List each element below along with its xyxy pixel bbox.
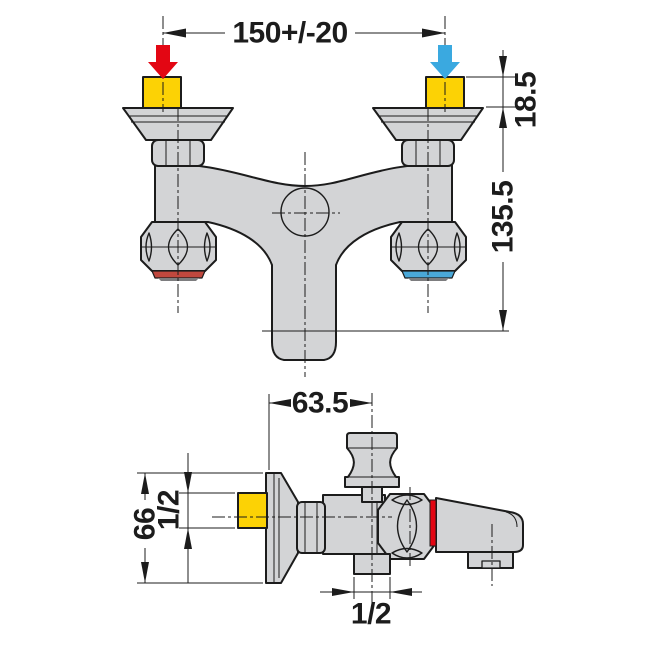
side-locknut	[296, 501, 326, 554]
cold-water-arrow-icon	[430, 45, 460, 79]
front-view: 150+/-20 18.5 135.5	[122, 16, 543, 377]
dim-escutcheon-height: 66	[129, 472, 263, 584]
dim-extension-lines-top	[466, 76, 517, 108]
dim-arrow-left	[332, 588, 354, 596]
dim-inlet-spacing: 150+/-20	[163, 17, 445, 50]
dim-extension-lines	[137, 472, 263, 584]
dim-arrow-right	[390, 588, 412, 596]
dim-arrow-135-5-bottom	[499, 310, 507, 331]
dim-label-outlet-thread: 1/2	[351, 598, 391, 631]
dim-label-wall-to-diverter: 63.5	[292, 387, 348, 420]
side-escutcheon-rim-lines	[273, 474, 280, 582]
dim-inlet-height-and-overall: 18.5 135.5	[466, 50, 543, 331]
dim-inlet-thread: 1/2	[153, 453, 235, 583]
cold-handle-side-facets	[395, 232, 461, 262]
left-locknut-facets	[165, 141, 191, 165]
dim-outlet-thread: 1/2	[320, 577, 422, 631]
dim-arrow-top	[141, 473, 149, 494]
spout-aerator	[481, 560, 501, 569]
side-handle-end-facets	[391, 494, 423, 559]
hot-inlet-union	[142, 76, 182, 109]
dim-arrow-bottom	[141, 562, 149, 583]
dim-label-escutcheon-height: 66	[129, 508, 162, 540]
side-inlet-union	[237, 492, 268, 529]
dim-arrow-bottom	[184, 528, 192, 549]
dim-label-inlet-thread: 1/2	[153, 490, 186, 530]
side-view: 63.5 66 1/2 1/2	[129, 387, 524, 631]
hot-handle-side-facets	[145, 232, 211, 262]
hot-water-arrow-icon	[148, 45, 178, 79]
dim-extension-lines	[353, 577, 391, 599]
side-valve-body	[322, 494, 386, 555]
side-handle-facet	[396, 499, 418, 553]
right-locknut-facets	[415, 141, 441, 165]
dim-label-inlet-height: 18.5	[510, 72, 543, 128]
dim-label-inlet-spacing: 150+/-20	[232, 17, 347, 50]
dim-arrow-right	[350, 399, 372, 407]
dim-arrow-left	[163, 28, 186, 38]
dim-arrow-right	[422, 28, 445, 38]
dim-extension-lines	[179, 492, 235, 529]
side-spout-nose-line	[505, 511, 518, 528]
dim-arrow-top	[184, 472, 192, 493]
side-locknut-facets	[304, 503, 318, 552]
dim-arrow-18-5-top	[499, 56, 507, 77]
mixer-body	[154, 162, 453, 361]
side-spout	[435, 497, 524, 553]
dim-arrow-18-5-bottom	[499, 107, 507, 128]
hot-index-stripe	[429, 499, 437, 547]
side-handle	[377, 493, 437, 560]
dim-wall-to-diverter: 63.5	[268, 387, 372, 470]
dim-label-overall-height: 135.5	[487, 181, 520, 254]
side-escutcheon	[265, 472, 299, 584]
dim-arrow-left	[269, 399, 291, 407]
